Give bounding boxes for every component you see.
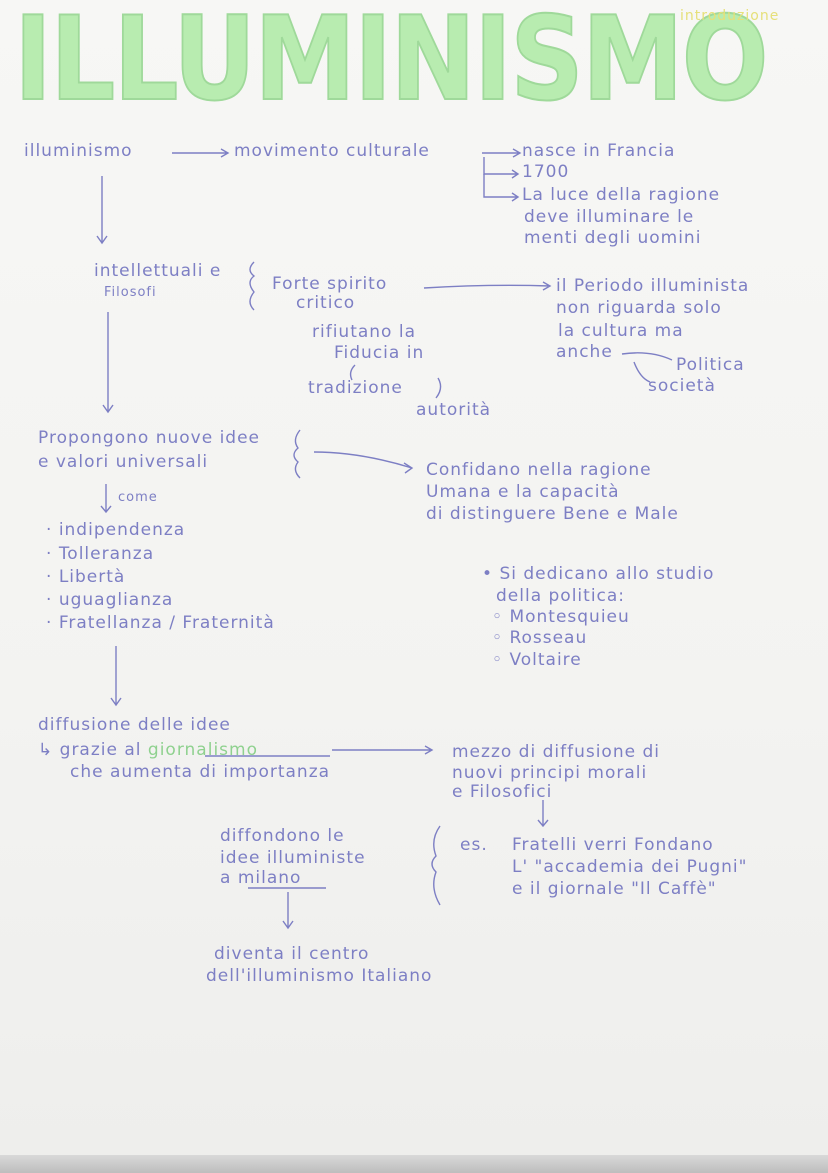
arrow-giornalismo-to-mezzo (332, 745, 434, 755)
mezzo-line-1: mezzo di diffusione di (452, 742, 660, 762)
giornalismo-highlight: giornalismo (147, 740, 258, 760)
arrow-fiducia-autorita (435, 377, 442, 399)
confidano-line-1: Confidano nella ragione (426, 460, 652, 480)
arrow-come (100, 484, 112, 514)
subject-illuminismo: illuminismo (24, 141, 133, 161)
section-tag: introduzione (680, 8, 780, 24)
arrow-societa (633, 361, 651, 383)
author-2: ◦ Rosseau (492, 628, 588, 648)
rifiuto-line-1: rifiutano la (312, 322, 416, 342)
milano-label: milano (237, 868, 302, 888)
reason-line-1: La luce della ragione (522, 185, 721, 205)
value-label: Libertà (58, 567, 126, 587)
arrow-down-3 (110, 646, 122, 707)
brace-es (431, 825, 441, 906)
arrow-to-confidano (313, 451, 414, 474)
reason-line-3: menti degli uomini (524, 228, 702, 248)
author-1: ◦ Montesquieu (492, 607, 630, 627)
diffondono-line-1: diffondono le (220, 826, 345, 846)
author-name: Rosseau (509, 628, 588, 648)
tradizione-label: tradizione (308, 378, 403, 398)
grazie-line: ↳ grazie al giornalismo (38, 740, 258, 760)
verri-line-1: Fratelli verri Fondano (512, 835, 714, 855)
studio-line-1: • Si dedicano allo studio (482, 564, 715, 584)
confidano-line-3: di distinguere Bene e Male (426, 504, 679, 524)
grazie-prefix: grazie al (59, 740, 142, 760)
author-3: ◦ Voltaire (492, 650, 582, 670)
verri-line-3: e il giornale "Il Caffè" (512, 879, 717, 899)
value-item-4: · uguaglianza (46, 590, 174, 610)
come-label: come (118, 490, 158, 505)
value-item-2: · Tolleranza (46, 544, 155, 564)
mezzo-line-3: e Filosofici (452, 782, 553, 802)
arrow-fiducia-tradizione (349, 364, 356, 381)
centro-line-2: dell'illuminismo Italiano (206, 966, 433, 986)
diffusione-label: diffusione delle idee (38, 715, 231, 735)
period-line-4: anche (556, 342, 613, 362)
spirit-line-2: critico (296, 293, 356, 313)
period-line-1: il Periodo illuminista (556, 276, 750, 296)
es-label: es. (460, 835, 488, 855)
brace-propongono (293, 429, 301, 479)
period-line-3: la cultura ma (558, 321, 684, 341)
arrow-illuminismo-to-movimento (172, 148, 230, 158)
fact-1700: 1700 (522, 162, 570, 182)
page-title: ILLUMINISMO (13, 0, 769, 127)
value-label: Fratellanza / Fraternità (58, 613, 275, 633)
brace-intellettuali (249, 261, 256, 311)
studio-line-2: della politica: (496, 586, 626, 606)
page-bottom-edge (0, 1155, 828, 1173)
arrow-spirito-to-periodo (423, 281, 552, 291)
value-label: indipendenza (58, 520, 186, 540)
reason-line-2: deve illuminare le (524, 207, 695, 227)
diffondono-line-2: idee illuministe (220, 848, 366, 868)
spirit-line-1: Forte spirito (272, 274, 388, 294)
movement-label: movimento culturale (234, 141, 430, 161)
arrow-milano-down (282, 892, 294, 930)
milano-line: a milano (220, 868, 301, 888)
societa-label: società (648, 376, 716, 396)
who-line-2: Filosofi (104, 285, 157, 300)
arrow-to-luce (483, 174, 520, 202)
arrow-movimento-to-nasce (482, 148, 522, 158)
arrow-to-1700 (483, 157, 520, 179)
period-line-2: non riguarda solo (556, 298, 722, 318)
fact-nasce: nasce in Francia (522, 141, 676, 161)
aumenta-label: che aumenta di importanza (70, 762, 331, 782)
centro-line-1: diventa il centro (214, 944, 370, 964)
arrow-down-2 (102, 312, 114, 414)
verri-line-2: L' "accademia dei Pugni" (512, 857, 748, 877)
value-label: uguaglianza (58, 590, 174, 610)
confidano-line-2: Umana e la capacità (426, 482, 620, 502)
author-name: Montesquieu (509, 607, 630, 627)
mezzo-line-2: nuovi principi morali (452, 763, 648, 783)
value-item-1: · indipendenza (46, 520, 186, 540)
arrow-mezzo-down (537, 800, 549, 828)
politica-label: Politica (676, 355, 745, 375)
value-item-5: · Fratellanza / Fraternità (46, 613, 275, 633)
autorita-label: autorità (416, 400, 492, 420)
rifiuto-line-2: Fiducia in (334, 343, 425, 363)
propose-line-1: Propongono nuove idee (38, 428, 261, 448)
author-name: Voltaire (509, 650, 582, 670)
studio-text: Si dedicano allo studio (499, 564, 715, 584)
value-item-3: · Libertà (46, 567, 126, 587)
propose-line-2: e valori universali (38, 452, 209, 472)
who-line-1: intellettuali e (94, 261, 222, 281)
arrow-politica (621, 352, 673, 361)
value-label: Tolleranza (58, 544, 155, 564)
a-label: a (220, 868, 232, 888)
arrow-down-1 (96, 176, 108, 245)
